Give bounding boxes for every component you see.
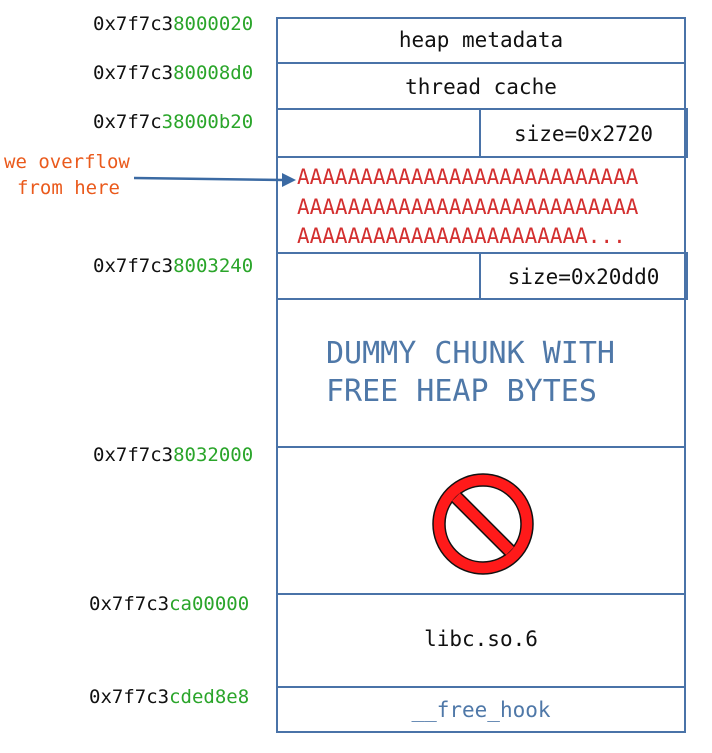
chunk2-header-block: size=0x20dd0 bbox=[276, 252, 688, 300]
address-unmapped: 0x7f7c38032000 bbox=[93, 444, 254, 466]
address-heap-metadata: 0x7f7c38000020 bbox=[93, 13, 254, 35]
thread-cache-block: thread cache bbox=[276, 62, 686, 110]
libc-label: libc.so.6 bbox=[424, 627, 538, 651]
address-chunk2: 0x7f7c38003240 bbox=[93, 255, 254, 277]
unmapped-region-block bbox=[276, 446, 686, 595]
chunk2-size-cell: size=0x20dd0 bbox=[479, 252, 688, 300]
heap-metadata-label: heap metadata bbox=[398, 28, 564, 52]
overflow-line-2: AAAAAAAAAAAAAAAAAAAAAAAAAAA bbox=[297, 195, 639, 219]
chunk1-header-block: size=0x2720 bbox=[276, 108, 688, 158]
free-hook-label: __free_hook bbox=[411, 698, 551, 722]
chunk2-size-label: size=0x20dd0 bbox=[507, 265, 660, 289]
address-chunk1: 0x7f7c38000b20 bbox=[93, 111, 254, 133]
overflow-data-block: AAAAAAAAAAAAAAAAAAAAAAAAAAA AAAAAAAAAAAA… bbox=[276, 156, 686, 254]
chunk1-size-label: size=0x2720 bbox=[513, 122, 654, 146]
libc-block: libc.so.6 bbox=[276, 593, 686, 688]
address-free-hook: 0x7f7c3cded8e8 bbox=[89, 686, 250, 708]
chunk1-size-cell: size=0x2720 bbox=[479, 108, 688, 158]
address-libc: 0x7f7c3ca00000 bbox=[89, 593, 250, 615]
arrow-icon bbox=[134, 173, 296, 187]
overflow-line-3: AAAAAAAAAAAAAAAAAAAAAAA... bbox=[297, 224, 626, 248]
dummy-chunk-line-2: FREE HEAP BYTES bbox=[326, 374, 597, 409]
free-hook-block: __free_hook bbox=[276, 686, 686, 733]
forbidden-sign-icon bbox=[432, 473, 534, 575]
address-thread-cache: 0x7f7c380008d0 bbox=[93, 62, 254, 84]
thread-cache-label: thread cache bbox=[405, 75, 557, 99]
heap-metadata-block: heap metadata bbox=[276, 17, 686, 64]
overflow-line-1: AAAAAAAAAAAAAAAAAAAAAAAAAAA bbox=[297, 165, 639, 189]
dummy-chunk-line-1: DUMMY CHUNK WITH bbox=[326, 336, 615, 371]
dummy-chunk-block: DUMMY CHUNK WITH FREE HEAP BYTES bbox=[276, 298, 686, 448]
overflow-annotation-line-1: we overflow bbox=[4, 151, 130, 173]
overflow-annotation-line-2: from here bbox=[17, 177, 120, 199]
